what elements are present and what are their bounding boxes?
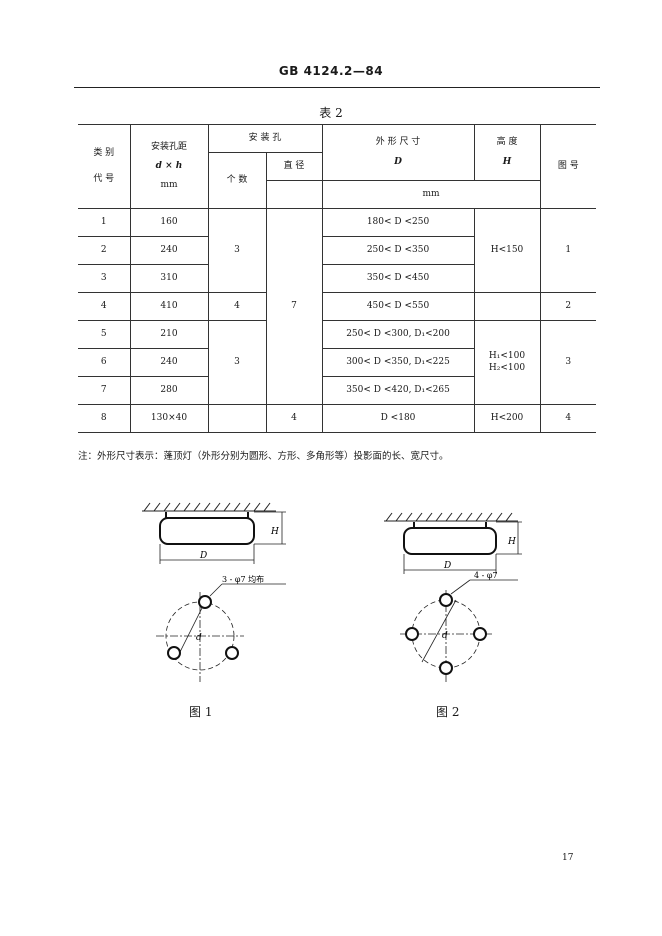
- bolt-circle: [156, 592, 244, 682]
- cell-code: 2: [78, 236, 131, 265]
- table-row: 5 210 3 250< D <300, D₁<200 H₁<100 H₂<10…: [78, 320, 597, 405]
- label-H: H: [507, 537, 516, 547]
- table-row: 1 160 3 7 180< D <250 H<150 1: [78, 208, 597, 405]
- standard-code: GB 4124.2—84: [278, 64, 384, 78]
- header-figure-no: 图 号: [539, 124, 597, 209]
- cell-outer-size: 180< D <250: [321, 208, 475, 237]
- cell-outer-size: 450< D <550: [321, 292, 475, 321]
- cell-code: 4: [78, 292, 131, 321]
- hole-callout: 4 - φ7: [474, 571, 498, 580]
- cell-spacing: 130×40: [129, 404, 209, 433]
- cell-height: H<150: [473, 208, 541, 293]
- header-row-1: 类 别 代 号 安装孔距 d × h mm 安 装 孔 外 形 尺 寸 D 高 …: [78, 124, 597, 209]
- figure-1-drawing: H D d 3 - φ7 均布: [142, 502, 286, 682]
- table-note: 注：外形尺寸表示：蓬顶灯（外形分别为圆形、方形、多角形等）投影面的长、宽尺寸。: [78, 451, 449, 462]
- cell-code: 3: [78, 264, 131, 293]
- page-number: 17: [562, 853, 574, 863]
- label-d: d: [442, 631, 448, 641]
- cell-hole-count: 4: [207, 292, 267, 321]
- header-height: 高 度 H: [473, 124, 541, 181]
- header-rule: [74, 87, 600, 88]
- cell-spacing: 310: [129, 264, 209, 293]
- cell-outer-size: 250< D <350: [321, 236, 475, 265]
- mount-holes: [167, 595, 239, 660]
- dimension-D: [403, 554, 497, 574]
- table-row: 6 240 300< D <350, D₁<225: [78, 348, 596, 377]
- cell-figure-no: 4: [539, 404, 597, 433]
- header-dia-blank: [266, 180, 323, 209]
- header-hole-diameter: 直 径: [265, 152, 323, 181]
- cell-code: 7: [78, 376, 131, 405]
- table-row: 7 280 350< D <420, D₁<265: [78, 376, 596, 405]
- header-outer-size: 外 形 尺 寸 D: [321, 124, 475, 181]
- cell-outer-size: 350< D <450: [321, 264, 475, 293]
- header-category: 类 别 代 号: [78, 124, 131, 209]
- label-D: D: [199, 551, 207, 561]
- cell-code: 8: [78, 404, 131, 433]
- label-D: D: [443, 561, 451, 571]
- ceiling-hatch: [384, 512, 518, 522]
- lamp-body: [403, 522, 497, 555]
- header-hole-spacing: 安装孔距 d × h mm: [129, 124, 209, 209]
- cell-outer-size: 300< D <350, D₁<225: [321, 348, 475, 377]
- header-hole-count: 个 数: [208, 152, 267, 209]
- cell-hole-count: 3: [207, 320, 267, 405]
- cell-figure-no: 1: [539, 208, 597, 293]
- cell-height-blank: [473, 292, 541, 321]
- dimension-H: [496, 521, 522, 555]
- cell-code: 5: [78, 320, 131, 349]
- figure-2-drawing: H D d 4 - φ7: [384, 512, 522, 682]
- cell-spacing: 240: [129, 236, 209, 265]
- cell-outer-size: 350< D <420, D₁<265: [321, 376, 475, 405]
- cell-outer-size: 250< D <300, D₁<200: [321, 320, 475, 349]
- cell-code: 1: [78, 208, 131, 237]
- cell-spacing: 160: [129, 208, 209, 237]
- hole-callout: 3 - φ7 均布: [222, 574, 264, 584]
- mount-holes: [405, 593, 487, 675]
- table-row: 4 410 4 450< D <550 2: [78, 292, 597, 321]
- cell-hole-count: 3: [207, 208, 267, 293]
- header-unit-mm: mm: [321, 180, 541, 209]
- spec-table: 类 别 代 号 安装孔距 d × h mm 安 装 孔 外 形 尺 寸 D 高 …: [78, 124, 597, 433]
- header-row-3: mm: [78, 180, 596, 209]
- cell-spacing: 280: [129, 376, 209, 405]
- cell-code: 6: [78, 348, 131, 377]
- cell-spacing: 210: [129, 320, 209, 349]
- lamp-body: [159, 512, 255, 545]
- table-row: 8 130×40 4 D <180 H<200 4: [78, 404, 597, 433]
- label-H: H: [270, 527, 279, 537]
- cell-hole-diameter: 7: [265, 208, 323, 405]
- cell-hole-count-blank: [207, 404, 267, 433]
- cell-spacing: 240: [129, 348, 209, 377]
- ceiling-hatch: [142, 502, 276, 512]
- cell-height: H₁<100 H₂<100: [473, 320, 541, 405]
- cell-hole-count: 4: [265, 404, 323, 433]
- figure-1-caption: 图 1: [189, 705, 213, 719]
- cell-spacing: 410: [129, 292, 209, 321]
- table-row: 3 310 350< D <450: [78, 264, 596, 293]
- figure-2-caption: 图 2: [436, 705, 460, 719]
- header-mounting-holes: 安 装 孔: [207, 124, 323, 153]
- dimension-D: [159, 544, 255, 564]
- cell-figure-no: 3: [539, 320, 597, 405]
- table-title: 表 2: [319, 106, 343, 120]
- cell-figure-no: 2: [539, 292, 597, 321]
- header-row-2: 个 数 直 径: [78, 152, 596, 209]
- cell-height: H<200: [473, 404, 541, 433]
- cell-outer-size: D <180: [321, 404, 475, 433]
- label-d: d: [196, 633, 202, 643]
- dimension-H: [254, 511, 286, 545]
- table-row: 2 240 250< D <350: [78, 236, 596, 265]
